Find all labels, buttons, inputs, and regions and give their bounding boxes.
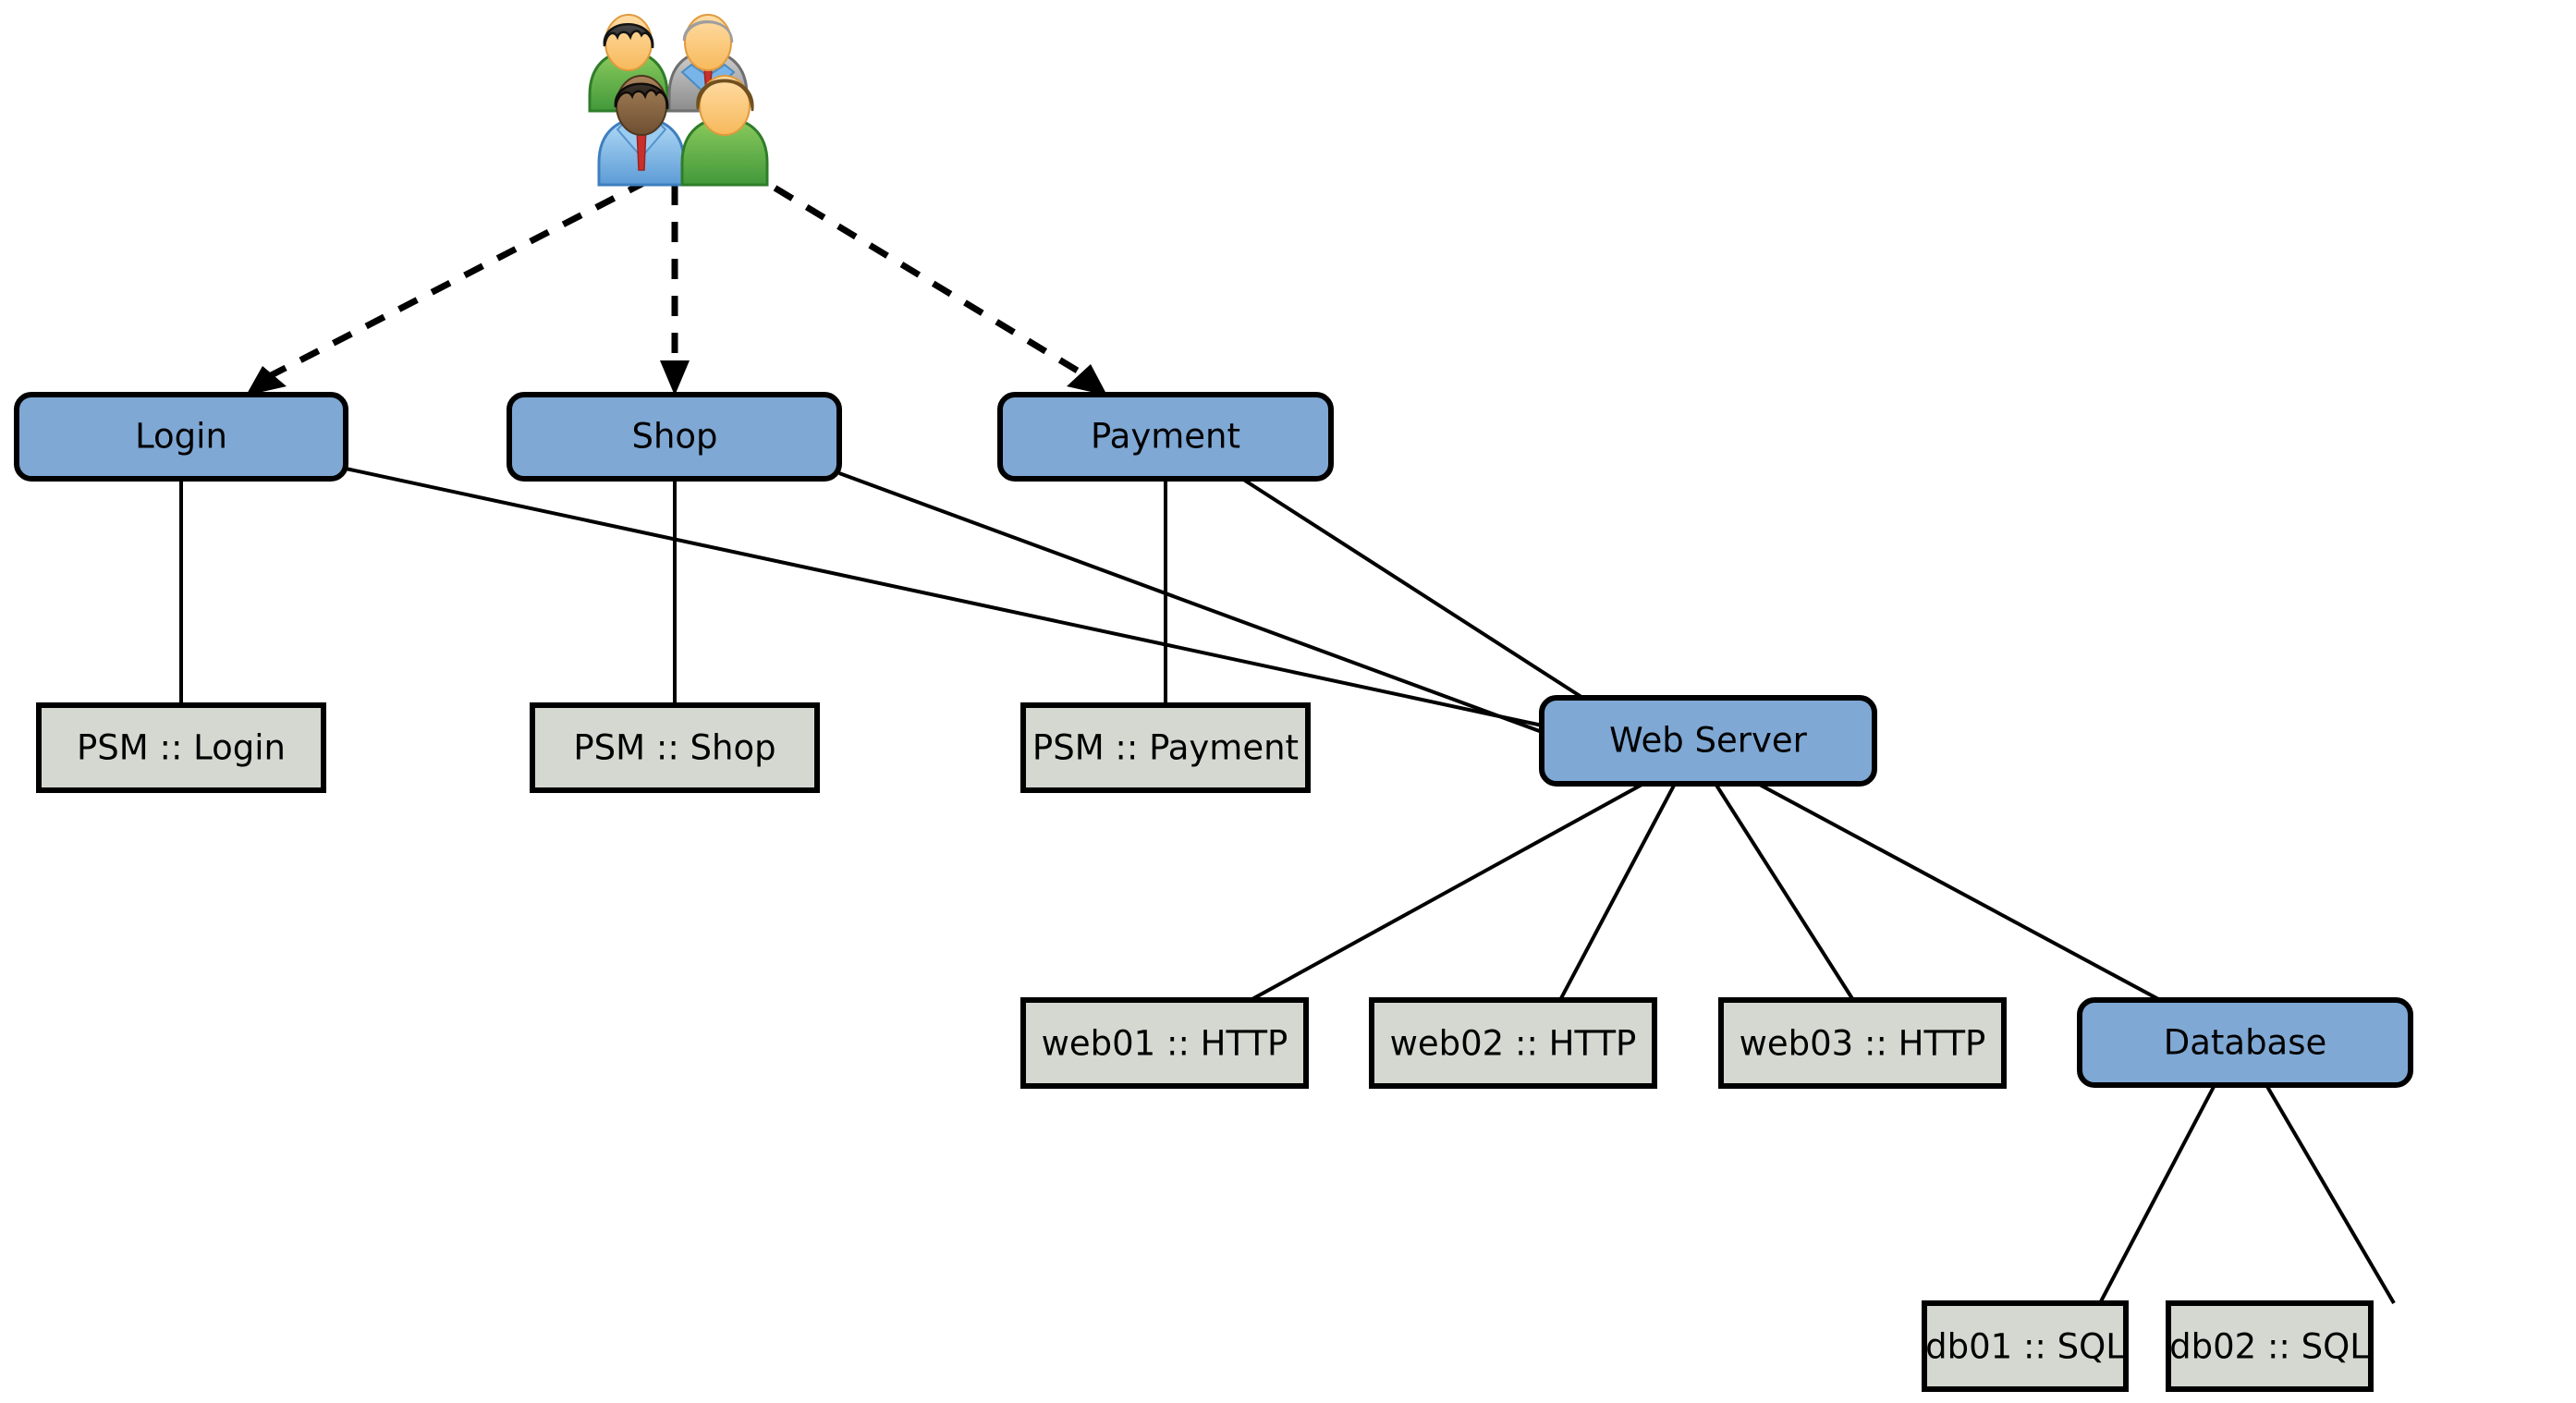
edge-webserver-web01 <box>1250 782 1644 1002</box>
node-db02-label: db02 :: SQL <box>2169 1327 2369 1367</box>
node-web-server-label: Web Server <box>1609 721 1808 761</box>
node-psm-login[interactable]: PSM :: Login <box>36 702 326 793</box>
edge-login-webserver <box>345 467 1565 732</box>
actor-person-4 <box>680 75 769 187</box>
node-psm-payment-label: PSM :: Payment <box>1032 728 1299 768</box>
edge-database-db01 <box>2098 1084 2216 1304</box>
edge-webserver-database <box>1757 782 2161 1002</box>
edge-database-db02 <box>2265 1083 2396 1305</box>
edge-webserver-web03 <box>1714 782 1855 1002</box>
node-db02[interactable]: db02 :: SQL <box>2166 1300 2374 1392</box>
node-login-label: Login <box>135 417 227 457</box>
node-psm-shop-label: PSM :: Shop <box>573 728 775 768</box>
edge-payment-webserver <box>1240 477 1586 701</box>
users-group-icon <box>588 14 769 187</box>
node-web03[interactable]: web03 :: HTTP <box>1718 997 2007 1089</box>
node-web03-label: web03 :: HTTP <box>1740 1024 1986 1064</box>
node-login[interactable]: Login <box>14 392 348 482</box>
node-database[interactable]: Database <box>2077 997 2413 1088</box>
actor-person-3 <box>597 75 686 187</box>
node-psm-login-label: PSM :: Login <box>77 728 286 768</box>
node-web01[interactable]: web01 :: HTTP <box>1020 997 1309 1089</box>
node-psm-payment[interactable]: PSM :: Payment <box>1020 702 1311 793</box>
node-web02[interactable]: web02 :: HTTP <box>1369 997 1657 1089</box>
edge-webserver-web02 <box>1558 783 1677 1001</box>
edge-shop-webserver <box>838 471 1563 741</box>
node-psm-shop[interactable]: PSM :: Shop <box>530 702 820 793</box>
node-database-label: Database <box>2164 1023 2327 1063</box>
node-web-server[interactable]: Web Server <box>1539 695 1877 787</box>
node-payment[interactable]: Payment <box>997 392 1334 482</box>
edge-actors-payment <box>710 147 1107 396</box>
node-db01[interactable]: db01 :: SQL <box>1922 1300 2129 1392</box>
node-web02-label: web02 :: HTTP <box>1390 1024 1637 1064</box>
node-shop-label: Shop <box>631 417 717 457</box>
edge-actors-shop <box>660 185 690 396</box>
node-web01-label: web01 :: HTTP <box>1042 1024 1288 1064</box>
node-db01-label: db01 :: SQL <box>1925 1327 2125 1367</box>
node-payment-label: Payment <box>1091 417 1240 457</box>
edge-layer <box>179 147 2396 1305</box>
edge-actors-login <box>246 177 649 396</box>
node-shop[interactable]: Shop <box>507 392 842 482</box>
